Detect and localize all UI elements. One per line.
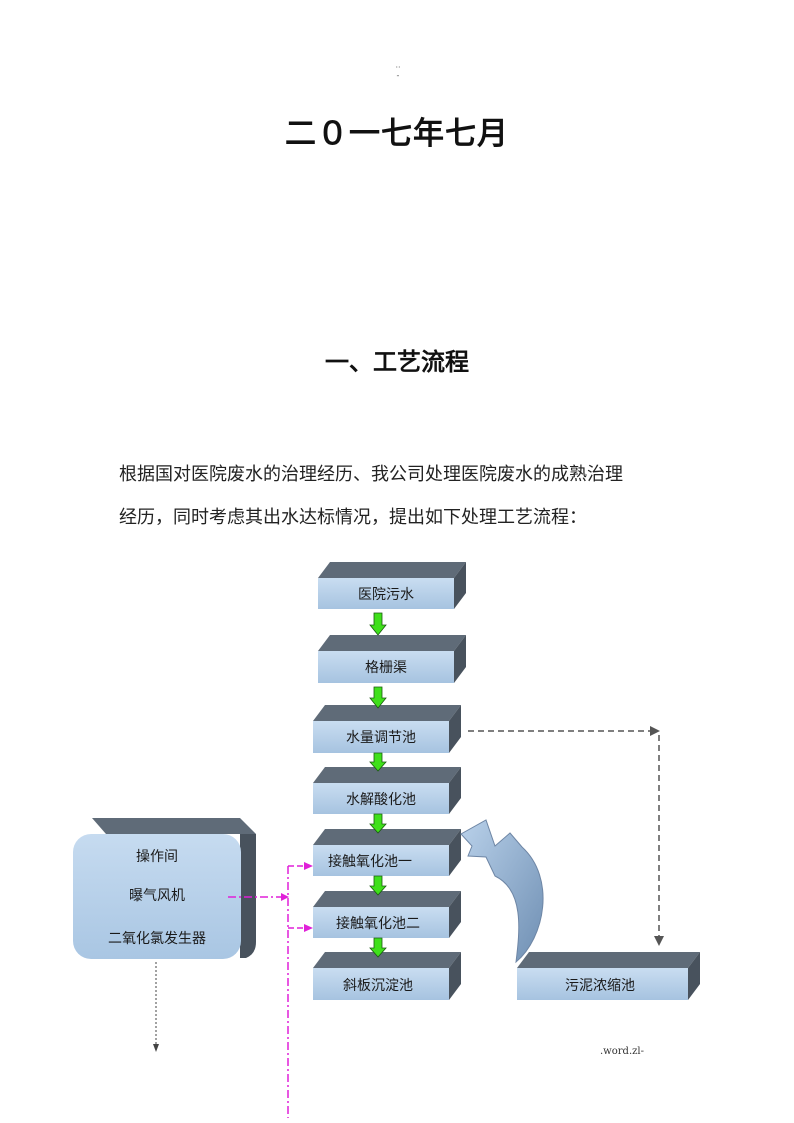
overflow-dashed-line (468, 726, 664, 946)
flow-arrow-5 (369, 875, 387, 896)
equipment-room-title: 操作间 (136, 849, 178, 865)
equipment-drain-line (153, 962, 159, 1052)
step-label-1: 医院污水 (358, 587, 414, 603)
step-box-1: 医院污水 (318, 562, 466, 609)
flow-arrows (369, 612, 387, 958)
step-label-2: 格栅渠 (365, 660, 407, 676)
step-box-3: 水量调节池 (313, 705, 461, 753)
paragraph-line-2: 经历，同时考虑其出水达标情况，提出如下处理工艺流程： (119, 507, 587, 528)
step-label-6: 接触氧化池二 (336, 915, 420, 932)
footer-mark: .word.zl- (600, 1046, 644, 1057)
flow-arrow-6 (369, 937, 387, 958)
flow-arrow-1 (369, 612, 387, 636)
equipment-item-blower: 曝气风机 (129, 888, 185, 904)
section-heading: 一、工艺流程 (325, 348, 469, 376)
step-box-4: 水解酸化池 (313, 767, 461, 814)
flow-arrow-4 (369, 813, 387, 834)
paragraph-line-1: 根据国对医院废水的治理经历、我公司处理医院废水的成熟治理 (119, 464, 623, 485)
flow-arrow-2 (369, 686, 387, 709)
step-box-2: 格栅渠 (318, 635, 466, 683)
flow-arrow-3 (369, 752, 387, 772)
step-box-7: 斜板沉淀池 (313, 952, 461, 1000)
sludge-tank-box: 污泥浓缩池 (517, 952, 700, 1000)
sludge-return-curve-arrow (460, 819, 544, 964)
sludge-tank-label: 污泥浓缩池 (565, 978, 635, 994)
equipment-item-chlorine-generator: 二氧化氯发生器 (108, 931, 206, 947)
step-label-5: 接触氧化池一 (328, 853, 412, 870)
step-box-5: 接触氧化池一 (313, 829, 461, 876)
date-title: 二０一七年七月 (285, 116, 509, 152)
step-label-4: 水解酸化池 (346, 792, 416, 808)
step-label-7: 斜板沉淀池 (343, 978, 413, 994)
air-supply-line (228, 862, 313, 1118)
step-label-3: 水量调节池 (346, 730, 416, 746)
header-mark: ··- (395, 63, 401, 80)
step-box-6: 接触氧化池二 (313, 891, 461, 938)
equipment-room-box: 操作间 曝气风机 二氧化氯发生器 (73, 818, 256, 959)
